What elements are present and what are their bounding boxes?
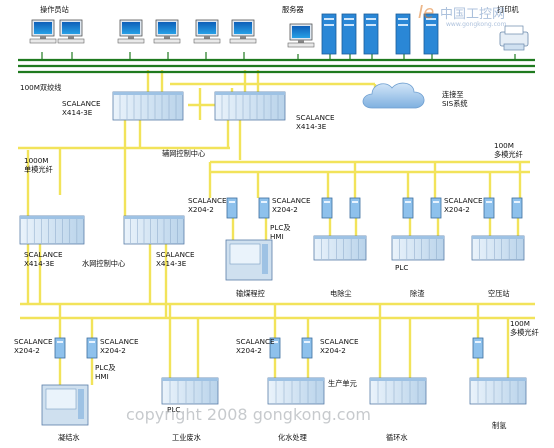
scalance-x204-switch	[511, 197, 523, 219]
plc-label: PLC	[395, 263, 408, 272]
server-icon	[321, 13, 337, 55]
scalance-x204-switch	[483, 197, 495, 219]
plc-rack	[369, 377, 427, 405]
plc-rack	[471, 235, 525, 261]
scalance-x204-switch	[301, 337, 313, 359]
plc-rack	[391, 235, 445, 261]
server-icon	[341, 13, 357, 55]
coal-label: 输煤程控	[236, 289, 265, 298]
slag-label: 除渣	[410, 289, 424, 298]
plc-hmi-panel	[225, 239, 273, 281]
yellow-links	[18, 70, 535, 385]
condensate-label: 凝结水	[58, 433, 80, 442]
server-label: 服务器	[282, 5, 304, 14]
green-bus	[18, 58, 535, 74]
plc-hmi-panel	[41, 384, 89, 426]
scalance-x204-switch	[86, 337, 98, 359]
plc-rack	[469, 377, 527, 405]
workstation-icon	[193, 19, 221, 44]
printer-label: 打印机	[497, 5, 519, 14]
server-icon	[423, 13, 439, 55]
scalance-x414-switch	[19, 215, 85, 245]
operator-station-label: 操作员站	[40, 5, 69, 14]
plc-rack	[161, 377, 219, 405]
air-station-label: 空压站	[488, 289, 510, 298]
scalance-x414-switch	[112, 91, 184, 121]
production-unit-label: 生产单元	[328, 379, 357, 388]
aux-center-label: 辅网控制中心	[162, 149, 205, 158]
hydrogen-label: 制氢	[492, 421, 506, 430]
device-groups	[19, 91, 527, 426]
cloud-icon	[362, 82, 425, 109]
scalance-x204-switch	[54, 337, 66, 359]
scalance-x204-switch	[269, 337, 281, 359]
scalance-x204-switch	[402, 197, 414, 219]
workstation-icon	[29, 19, 57, 44]
plc-rack	[313, 235, 367, 261]
workstation-icon	[229, 19, 257, 44]
scalance-x414-switch	[123, 215, 185, 245]
chem-water-label: 化水处理	[278, 433, 307, 442]
drop-lines	[41, 52, 516, 60]
dust-label: 电除尘	[330, 289, 352, 298]
logo-watermark: Ie 中国工控网 www.gongkong.com	[418, 2, 507, 28]
logo-brand: 中国工控网	[440, 7, 505, 22]
workstation-icon	[117, 19, 145, 44]
scalance-x204-switch	[472, 337, 484, 359]
water-center-label: 水网控制中心	[82, 259, 125, 268]
plc-rack	[267, 377, 325, 405]
circulating-water-label: 循环水	[386, 433, 408, 442]
svg-text:Ie: Ie	[418, 2, 434, 23]
workstation-icon	[287, 23, 315, 48]
server-icon	[363, 13, 379, 55]
scalance-x204-switch	[258, 197, 270, 219]
logo-url: www.gongkong.com	[446, 21, 507, 28]
plc-label: PLC	[167, 405, 180, 414]
industrial-waste-label: 工业废水	[172, 433, 201, 442]
workstation-icon	[153, 19, 181, 44]
operator-workstations	[29, 13, 439, 55]
backbone-label: 100M双绞线	[20, 83, 61, 92]
scalance-x414-switch	[214, 91, 286, 121]
scalance-x204-switch	[430, 197, 442, 219]
printer-icon	[499, 25, 529, 51]
workstation-icon	[57, 19, 85, 44]
scalance-x204-switch	[321, 197, 333, 219]
scalance-x204-switch	[226, 197, 238, 219]
copyright-watermark: copyright 2008 gongkong.com	[126, 405, 371, 424]
server-icon	[395, 13, 411, 55]
scalance-x204-switch	[349, 197, 361, 219]
